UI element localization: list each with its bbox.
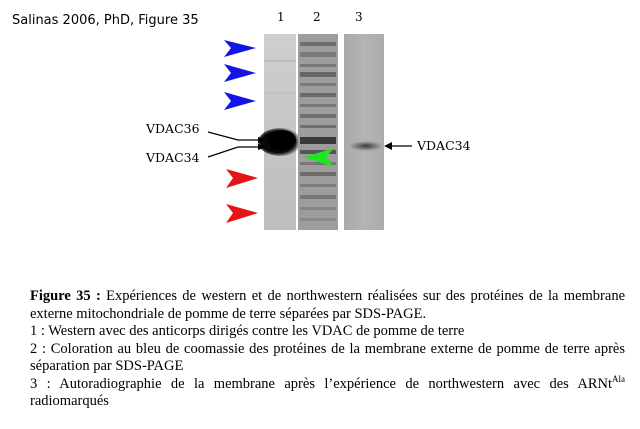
arrowhead-vdac36 <box>258 137 266 143</box>
caption-item-3-text: 3 : Autoradiographie de la membrane aprè… <box>30 375 612 392</box>
green-arrow <box>304 148 334 167</box>
lane-1-western <box>258 34 302 230</box>
blue-arrow-3 <box>224 92 256 110</box>
lane-number-3: 3 <box>355 10 363 24</box>
caption-item-3: 3 : Autoradiographie de la membrane aprè… <box>30 373 625 411</box>
lane-number-1: 1 <box>277 10 285 24</box>
caption-main: Figure 35 : Expériences de western et de… <box>30 288 625 323</box>
caption-item-2: 2 : Coloration au bleu de coomassie des … <box>30 340 625 375</box>
caption-main-text: Expériences de western et de northwester… <box>30 288 625 322</box>
lane-3-autoradiography <box>344 34 384 230</box>
arrowhead-vdac34-right <box>384 142 392 150</box>
caption-item-1: 1 : Western avec des anticorps dirigés c… <box>30 323 465 339</box>
figure-number: Figure 35 : <box>30 288 101 304</box>
blue-arrow-2 <box>224 64 256 82</box>
label-vdac36: VDAC36 <box>146 121 200 136</box>
leader-lines-left <box>207 131 260 158</box>
lane-2-coomassie <box>298 34 338 230</box>
label-vdac34-left: VDAC34 <box>146 150 200 165</box>
red-arrow-2 <box>226 204 258 223</box>
lane-number-2: 2 <box>313 10 321 24</box>
arrowhead-vdac34-left <box>258 144 266 150</box>
blue-arrow-1 <box>224 40 256 57</box>
label-vdac34-right: VDAC34 <box>417 138 471 153</box>
figure-caption: Figure 35 : Expériences de western et de… <box>30 288 625 411</box>
red-arrow-1 <box>226 169 258 188</box>
source-label: Salinas 2006, PhD, Figure 35 <box>12 13 199 28</box>
caption-item-3-end: radiomarqués <box>30 393 109 409</box>
caption-item-3-sup: Ala <box>612 373 625 384</box>
vdac34-band-northwestern <box>349 141 383 151</box>
